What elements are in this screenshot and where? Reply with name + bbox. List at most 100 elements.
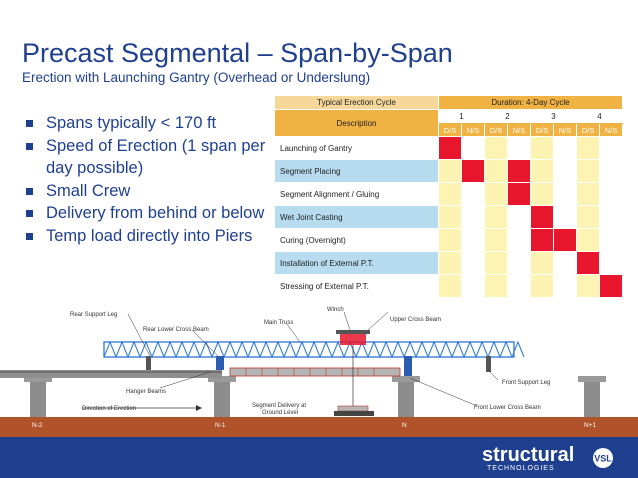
- label-upper-cross-beam: Upper Cross Beam: [390, 317, 441, 323]
- schedule-cell: [576, 274, 600, 298]
- schedule-cell: [507, 251, 531, 275]
- schedule-cell: [438, 182, 462, 206]
- schedule-cell: [530, 274, 554, 298]
- structural-logo: structural: [482, 444, 575, 466]
- shift-header: N/S: [461, 123, 485, 137]
- duration-label: Duration: 4-Day Cycle: [438, 95, 623, 110]
- table-row: Stressing of External P.T.: [274, 274, 623, 298]
- label-rear-lower-cross-beam: Rear Lower Cross Beam: [143, 327, 209, 333]
- schedule-cell: [599, 182, 623, 206]
- erection-cycle-table: Typical Erection Cycle Duration: 4-Day C…: [274, 95, 623, 298]
- pier: [584, 380, 600, 417]
- activity-label: Launching of Gantry: [274, 136, 439, 160]
- pier-cap: [208, 376, 236, 382]
- schedule-cell: [507, 205, 531, 229]
- pier-label: N: [402, 422, 407, 429]
- winch: [340, 333, 366, 345]
- day-header: 1: [438, 109, 485, 124]
- description-header: Description: [274, 109, 439, 137]
- table-row: Wet Joint Casting: [274, 205, 623, 229]
- label-hanger-beams: Hanger Beams: [126, 389, 166, 395]
- activity-label: Stressing of External P.T.: [274, 274, 439, 298]
- day-header: 2: [484, 109, 531, 124]
- shift-header: N/S: [507, 123, 531, 137]
- schedule-cell: [553, 251, 577, 275]
- schedule-cell: [461, 182, 485, 206]
- ground: [0, 417, 638, 437]
- schedule-cell: [576, 182, 600, 206]
- schedule-cell: [553, 159, 577, 183]
- schedule-cell: [599, 228, 623, 252]
- bullet-item: Spans typically < 170 ft: [26, 112, 276, 135]
- slide-title: Precast Segmental – Span-by-Span: [22, 38, 453, 68]
- launching-gantry-diagram: Rear Support Leg Rear Lower Cross Beam M…: [0, 307, 638, 437]
- schedule-cell: [461, 228, 485, 252]
- schedule-cell: [461, 274, 485, 298]
- table-row: Segment Placing: [274, 159, 623, 183]
- schedule-cell: [576, 159, 600, 183]
- pier: [398, 380, 414, 417]
- active-cell: [599, 274, 623, 298]
- table-row: Installation of External P.T.: [274, 251, 623, 275]
- schedule-cell: [461, 136, 485, 160]
- rear-lower-cross-beam: [216, 356, 224, 370]
- day-header: 4: [576, 109, 623, 124]
- table-row: Launching of Gantry: [274, 136, 623, 160]
- schedule-cell: [438, 274, 462, 298]
- schedule-cell: [553, 205, 577, 229]
- label-front-lower-cross-beam: Front Lower Cross Beam: [474, 405, 541, 411]
- schedule-cell: [484, 182, 508, 206]
- schedule-cell: [553, 136, 577, 160]
- schedule-cell: [484, 274, 508, 298]
- erected-deck: [0, 370, 222, 378]
- schedule-cell: [438, 251, 462, 275]
- active-cell: [438, 136, 462, 160]
- bullet-item: Temp load directly into Piers: [26, 225, 276, 248]
- pier-label: N-1: [215, 422, 226, 429]
- schedule-cell: [438, 228, 462, 252]
- active-cell: [530, 228, 554, 252]
- pier: [30, 380, 46, 417]
- schedule-cell: [599, 205, 623, 229]
- schedule-cell: [484, 205, 508, 229]
- shift-header: D/S: [484, 123, 508, 137]
- schedule-cell: [507, 274, 531, 298]
- schedule-cell: [530, 182, 554, 206]
- activity-label: Wet Joint Casting: [274, 205, 439, 229]
- direction-arrow: [196, 405, 202, 411]
- schedule-cell: [553, 182, 577, 206]
- schedule-cell: [599, 159, 623, 183]
- footer-bar: [0, 437, 638, 478]
- shift-header: D/S: [438, 123, 462, 137]
- structural-logo-sub: TECHNOLOGIES: [487, 465, 555, 472]
- svg-text:VSL: VSL: [594, 454, 612, 464]
- active-cell: [461, 159, 485, 183]
- bullet-item: Small Crew: [26, 180, 276, 203]
- front-lower-cross-beam: [404, 356, 412, 376]
- label-ground-level: Ground Level: [262, 410, 298, 416]
- table-row: Curing (Overnight): [274, 228, 623, 252]
- shift-header: N/S: [553, 123, 577, 137]
- day-header: 3: [530, 109, 577, 124]
- bullet-item: Delivery from behind or below: [26, 202, 276, 225]
- activity-label: Curing (Overnight): [274, 228, 439, 252]
- schedule-cell: [484, 228, 508, 252]
- schedule-cell: [438, 159, 462, 183]
- active-cell: [576, 251, 600, 275]
- slide-subtitle: Erection with Launching Gantry (Overhead…: [22, 70, 371, 85]
- schedule-cell: [507, 136, 531, 160]
- schedule-cell: [484, 136, 508, 160]
- shift-header: D/S: [530, 123, 554, 137]
- pier-cap: [392, 376, 420, 382]
- table-row: Segment Alignment / Gluing: [274, 182, 623, 206]
- label-direction-of-erection: Direction of Erection: [82, 406, 136, 412]
- label-rear-support-leg: Rear Support Leg: [70, 312, 117, 318]
- schedule-cell: [576, 228, 600, 252]
- schedule-cell: [576, 136, 600, 160]
- front-support-leg: [486, 356, 491, 372]
- bullet-list: Spans typically < 170 ft Speed of Erecti…: [26, 112, 276, 248]
- rear-support-leg: [146, 356, 151, 370]
- label-segment-delivery: Segment Delivery at: [252, 403, 306, 409]
- schedule-cell: [484, 251, 508, 275]
- label-winch: Winch: [327, 307, 344, 313]
